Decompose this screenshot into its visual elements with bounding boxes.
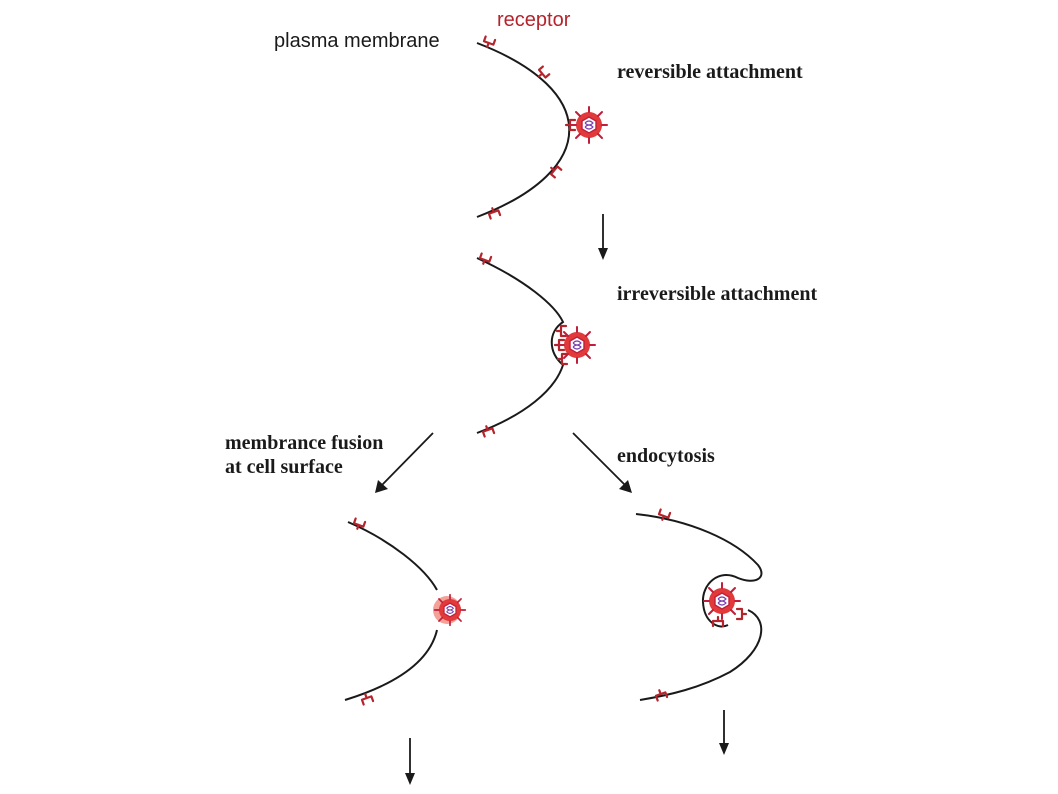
- virus-particle-icon: [570, 106, 608, 144]
- membrane-fusion-label-line2: at cell surface: [225, 456, 343, 478]
- receptor-icon: [653, 687, 669, 702]
- stage-endocytosis: [635, 508, 763, 702]
- reversible-attachment-label: reversible attachment: [617, 61, 803, 83]
- arrow-down-icon: [719, 710, 729, 755]
- plasma-membrane-label: plasma membrane: [274, 30, 440, 52]
- plasma-membrane: [476, 257, 565, 434]
- arrow-endocytosis-icon: [572, 432, 632, 493]
- stage-membrane-fusion: [344, 517, 467, 706]
- irreversible-attachment-label: irreversible attachment: [617, 283, 817, 305]
- virus-particle-icon: [558, 326, 596, 364]
- stage-reversible-attachment: [476, 35, 608, 220]
- arrow-down-icon: [405, 738, 415, 785]
- arrow-fusion-icon: [375, 432, 434, 493]
- arrow-down-icon: [598, 214, 608, 260]
- virus-particle-icon: [703, 582, 741, 620]
- plasma-membrane: [344, 629, 438, 701]
- plasma-membrane: [347, 521, 438, 591]
- membrane-fusion-label-line1: membrance fusion: [225, 432, 383, 454]
- stage-irreversible-attachment: [476, 252, 596, 438]
- plasma-membrane: [635, 513, 763, 628]
- plasma-membrane: [476, 42, 570, 218]
- virus-particle-icon: [433, 593, 467, 627]
- receptor-icon: [555, 324, 568, 338]
- receptor-icon: [735, 607, 748, 621]
- receptor-icon: [534, 65, 551, 82]
- plasma-membrane: [639, 609, 763, 701]
- receptor-label: receptor: [497, 9, 571, 31]
- endocytosis-label: endocytosis: [617, 445, 715, 467]
